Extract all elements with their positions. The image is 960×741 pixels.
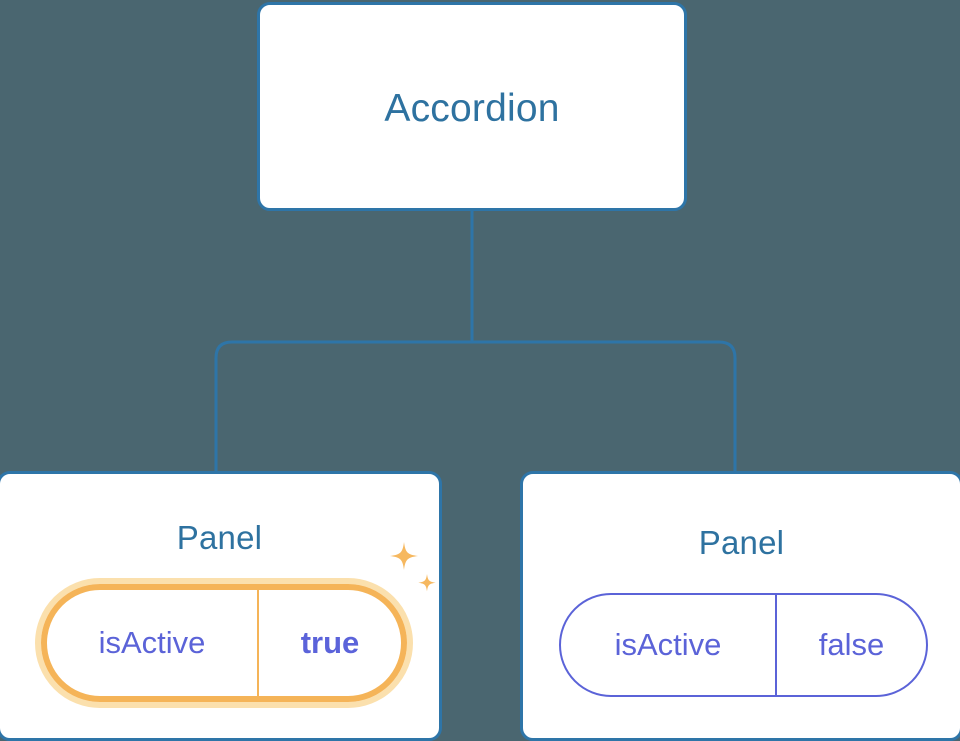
prop-pill-active-body[interactable]: isActive true [41,584,407,702]
node-panel-active-title: Panel [176,519,263,556]
prop-pill-inactive[interactable]: isActive false [559,593,928,697]
prop-pill-active[interactable]: isActive true [35,578,413,708]
connector-branch-left [214,340,472,472]
node-accordion-title: Accordion [384,87,560,130]
prop-value-false: false [818,627,885,662]
prop-key-isactive: isActive [561,595,777,695]
connector-branch-right [472,340,737,472]
node-panel-inactive[interactable]: Panel isActive false [520,471,960,741]
node-accordion[interactable]: Accordion [257,2,687,211]
prop-pill-glow [35,578,413,708]
prop-value-true: true [300,625,360,660]
prop-key-isactive: isActive [47,590,259,696]
node-panel-active[interactable]: Panel isActive true [0,471,442,741]
node-panel-inactive-title: Panel [698,524,785,561]
